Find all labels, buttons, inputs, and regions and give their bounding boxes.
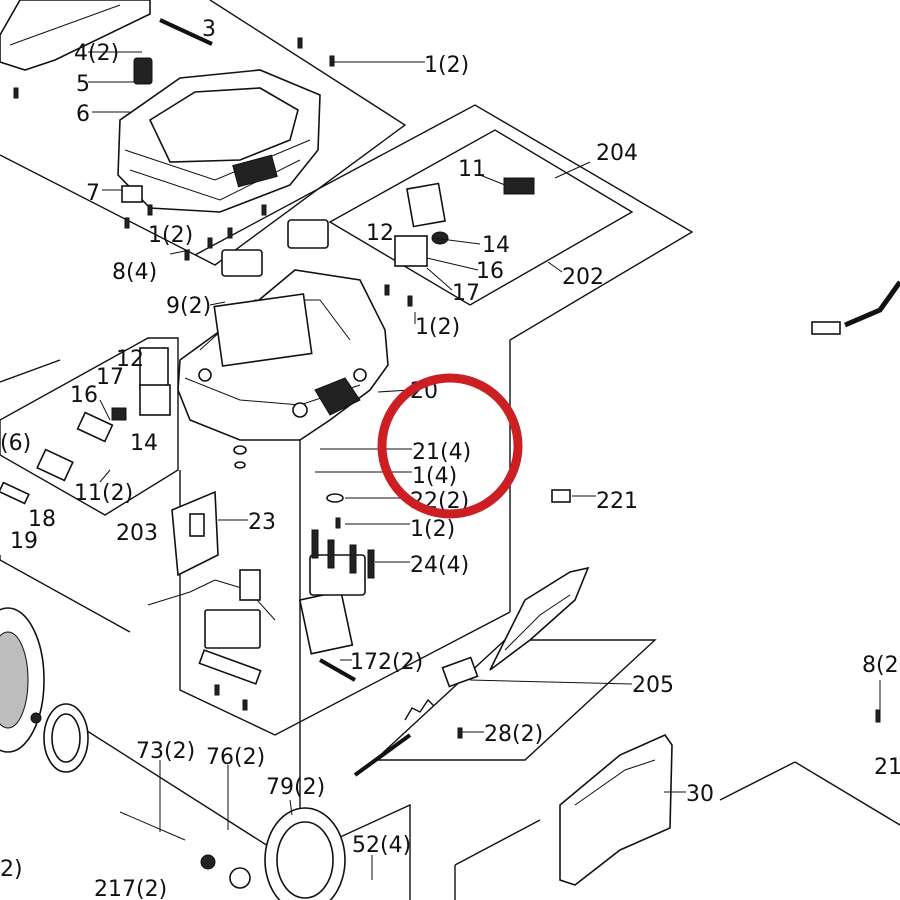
switch-part [406, 182, 446, 228]
screws [13, 37, 413, 711]
label-1e: 1(2) [410, 517, 455, 542]
label-12a: 12 [366, 221, 394, 246]
label-17a: 17 [452, 281, 480, 306]
label-6b: (6) [0, 431, 31, 456]
label-4: 4(2) [74, 41, 119, 66]
label-12b: 12 [116, 347, 144, 372]
label-17b: 17 [96, 365, 124, 390]
label-11a: 11 [458, 157, 486, 182]
label-9: 9(2) [166, 294, 211, 319]
label-16a: 16 [476, 259, 504, 284]
module-part [139, 347, 169, 389]
label-204: 204 [596, 141, 638, 166]
label-6: 6 [76, 102, 90, 127]
leader-lines [88, 51, 881, 880]
label-52: 52(4) [352, 833, 411, 858]
label-3: 3 [202, 17, 216, 42]
label-28: 28(2) [484, 722, 543, 747]
label-16b: 16 [70, 383, 98, 408]
label-73: 73(2) [136, 739, 195, 764]
label-1a: 1(2) [424, 53, 469, 78]
label-1b: 1(2) [148, 223, 193, 248]
callout-labels: 3 4(2) 5 6 1(2) 7 1(2) 8(4) 11 204 12 14… [0, 17, 900, 900]
label-172: 172(2) [350, 650, 423, 675]
label-2: 2) [0, 857, 23, 882]
small-block-part [551, 489, 571, 503]
label-14b: 14 [130, 431, 158, 456]
label-19: 19 [10, 529, 38, 554]
cover-bracket-part [559, 734, 673, 886]
top-cover-part [0, 0, 151, 71]
clip-part [133, 57, 153, 85]
label-79: 79(2) [266, 775, 325, 800]
label-76: 76(2) [206, 745, 265, 770]
label-202: 202 [562, 265, 604, 290]
label-1c: 1(2) [415, 315, 460, 340]
label-8: 8(4) [112, 260, 157, 285]
label-21: 21(4) [412, 440, 471, 465]
label-21b: 21 [874, 755, 900, 780]
cord-part [844, 280, 900, 328]
circuit-board-part [298, 590, 354, 655]
wheel-parts [0, 607, 346, 900]
label-1d: 1(4) [412, 464, 457, 489]
label-7: 7 [86, 181, 100, 206]
label-30: 30 [686, 782, 714, 807]
label-221: 221 [596, 489, 638, 514]
latch-part [121, 185, 143, 203]
highlight-circle [377, 373, 523, 519]
label-8b: 8(2 [862, 653, 899, 678]
label-23: 23 [248, 510, 276, 535]
label-203: 203 [116, 521, 158, 546]
label-205: 205 [632, 673, 674, 698]
label-11b: 11(2) [74, 481, 133, 506]
label-18: 18 [28, 507, 56, 532]
standoff-parts [311, 529, 375, 579]
label-24: 24(4) [410, 553, 469, 578]
label-217: 217(2) [94, 877, 167, 900]
rod-part [159, 18, 213, 46]
handle-part [489, 566, 590, 671]
label-14a: 14 [482, 233, 510, 258]
label-5: 5 [76, 72, 90, 97]
